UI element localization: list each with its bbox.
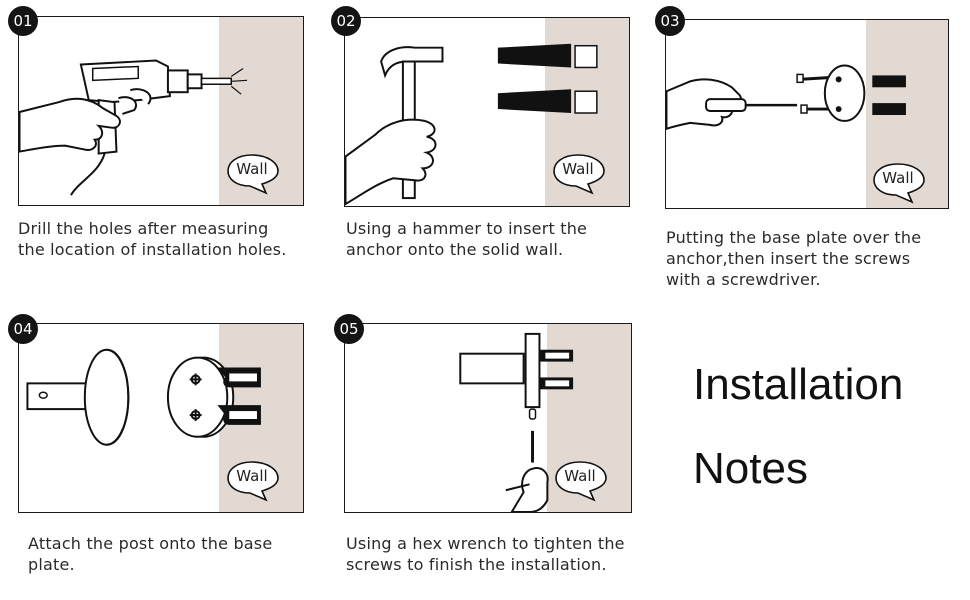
- step-04-panel: [18, 323, 304, 513]
- wall-speech-bubble: Wall: [552, 153, 612, 195]
- screwdriver-illustration: [666, 64, 906, 131]
- step-05-badge: 05: [334, 314, 364, 344]
- step-03-badge: 03: [655, 6, 685, 36]
- caption-line: anchor,then insert the screws: [666, 249, 911, 268]
- wall-speech-bubble: Wall: [226, 153, 286, 195]
- post-baseplate-illustration: [26, 348, 261, 446]
- caption-line: Attach the post onto the base: [28, 534, 273, 553]
- drill-illustration: [19, 59, 248, 196]
- step-02-caption: Using a hammer to insert the anchor onto…: [346, 218, 587, 260]
- caption-line: Using a hammer to insert the: [346, 219, 588, 238]
- wall-label: Wall: [564, 467, 596, 485]
- wall-speech-bubble: Wall: [554, 460, 614, 502]
- step-04-caption: Attach the post onto the base plate.: [28, 533, 272, 575]
- step-01-caption: Drill the holes after measuring the loca…: [18, 218, 287, 260]
- caption-line: Putting the base plate over the: [666, 228, 922, 247]
- caption-line: screws to finish the installation.: [346, 555, 607, 574]
- caption-line: Drill the holes after measuring: [18, 219, 269, 238]
- step-01-badge: 01: [8, 6, 38, 36]
- caption-line: anchor onto the solid wall.: [346, 240, 564, 259]
- step-02-badge: 02: [331, 6, 361, 36]
- wall-label: Wall: [236, 467, 268, 485]
- caption-line: the location of installation holes.: [18, 240, 287, 259]
- hammer-anchor-illustration: [345, 43, 598, 206]
- caption-line: plate.: [28, 555, 75, 574]
- wall-label: Wall: [882, 169, 914, 187]
- wall-label: Wall: [236, 160, 268, 178]
- wall-label: Wall: [562, 160, 594, 178]
- step-05-caption: Using a hex wrench to tighten the screws…: [346, 533, 625, 575]
- step-04-badge: 04: [8, 314, 38, 344]
- title-line-1: Installation: [693, 360, 904, 409]
- step-03-caption: Putting the base plate over the anchor,t…: [666, 227, 921, 290]
- wall-speech-bubble: Wall: [226, 460, 286, 502]
- wall-speech-bubble: Wall: [872, 162, 932, 204]
- caption-line: with a screwdriver.: [666, 270, 821, 289]
- caption-line: Using a hex wrench to tighten the: [346, 534, 625, 553]
- hex-wrench-illustration: [459, 332, 574, 512]
- title-line-2: Notes: [693, 444, 808, 493]
